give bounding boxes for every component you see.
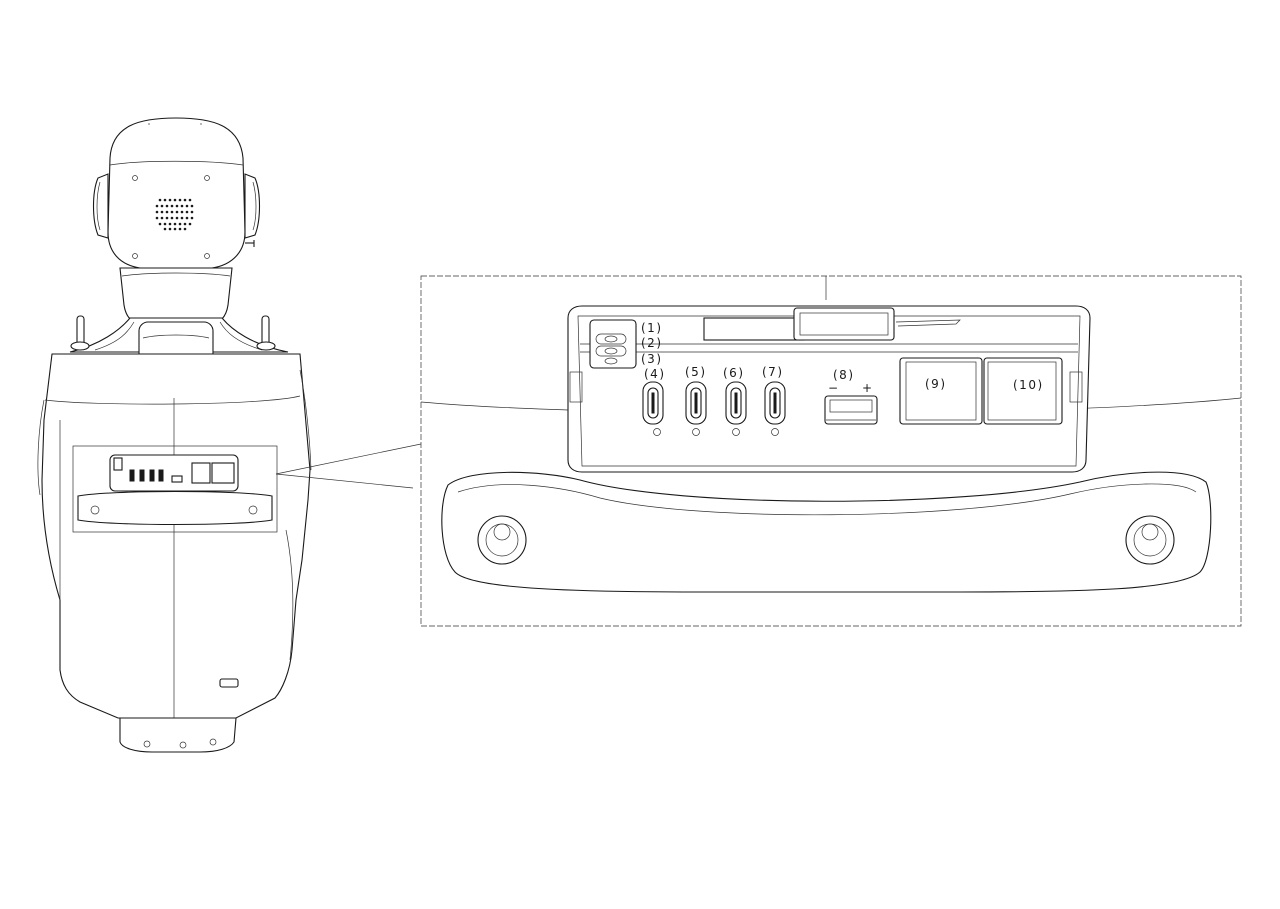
speaker-grille	[155, 198, 194, 231]
body-port-panel	[72, 445, 278, 533]
usb-c-port-7	[764, 381, 786, 436]
robot-overview	[37, 117, 312, 753]
callout-1: (1)	[641, 321, 663, 335]
screw-left	[477, 515, 527, 565]
robot-head	[92, 117, 261, 269]
port-panel	[567, 305, 1091, 473]
polarity-plus: +	[862, 381, 874, 395]
callout-10: (10)	[1013, 378, 1044, 392]
leader-lines	[275, 443, 422, 489]
callout-5: (5)	[685, 365, 707, 379]
usb-c-port-4	[642, 381, 664, 436]
callout-7: (7)	[762, 365, 784, 379]
handle	[441, 471, 1212, 593]
power-port-8	[824, 395, 878, 425]
ethernet-port-10	[983, 357, 1063, 425]
ethernet-port-9	[899, 357, 983, 425]
callout-8: (8)	[833, 368, 855, 382]
usb-c-port-6	[725, 381, 747, 436]
callout-3: (3)	[641, 352, 663, 366]
detail-view: (1) (2) (3) (4) (5) (6) (7) (8) (9) (10)…	[420, 275, 1242, 627]
callout-2: (2)	[641, 336, 663, 350]
polarity-minus: −	[828, 381, 840, 395]
robot-body	[37, 353, 312, 753]
callout-6: (6)	[723, 366, 745, 380]
callout-4: (4)	[644, 367, 666, 381]
usb-c-port-5	[685, 381, 707, 436]
callout-labels: (1) (2) (3) (4) (5) (6) (7) (8) (9) (10)…	[641, 321, 1044, 395]
screw-right	[1125, 515, 1175, 565]
callout-9: (9)	[925, 377, 947, 391]
